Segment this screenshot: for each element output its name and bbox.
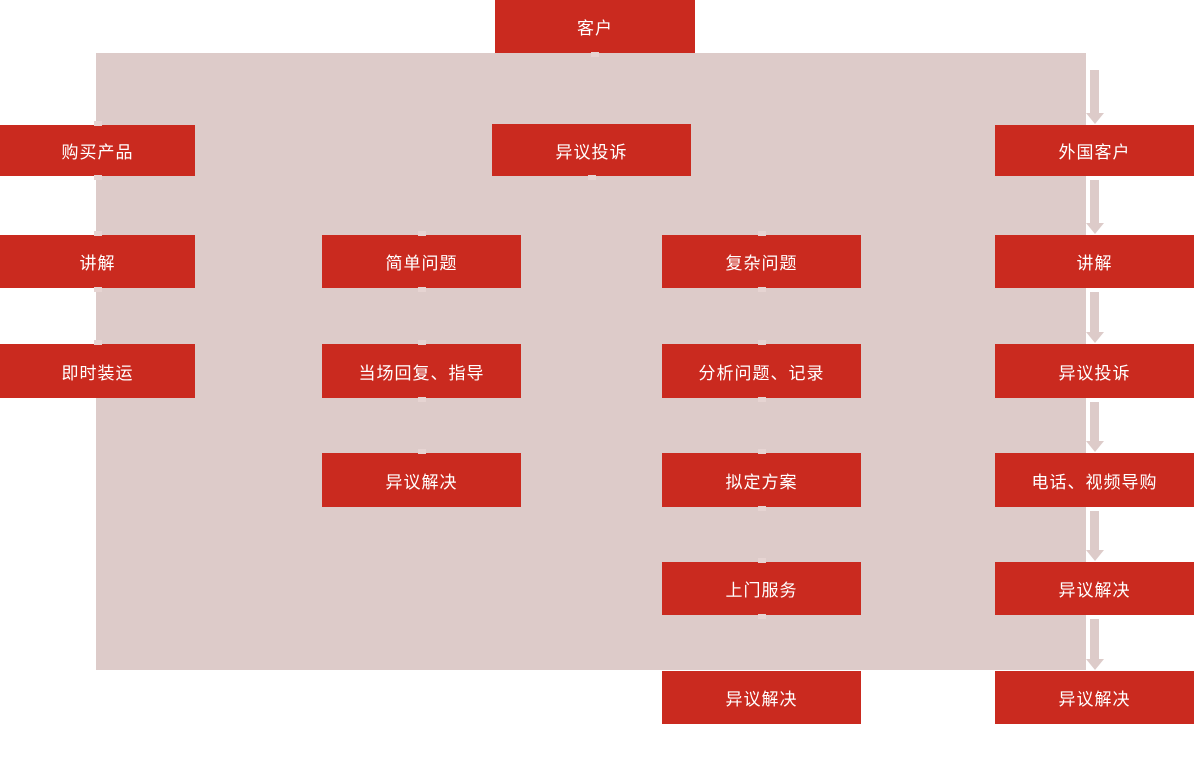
node-text: 拟定方案	[725, 472, 798, 492]
node-text: 客户	[577, 19, 613, 38]
arrow-customer-to-foreign-customer	[1090, 70, 1099, 114]
node-text: 讲解	[1076, 254, 1113, 273]
node-objection-resolved-foreign[interactable]: 异议解决	[995, 562, 1194, 615]
node-text: 讲解	[79, 254, 116, 273]
node-draft-plan[interactable]: 拟定方案	[662, 453, 861, 507]
arrow-foreign-customer-to-explain	[1090, 180, 1099, 224]
node-immediate-shipment[interactable]: 即时装运	[0, 344, 195, 398]
node-text: 异议解决	[725, 690, 798, 709]
node-text: 异议解决	[1058, 690, 1131, 709]
node-text: 异议解决	[1058, 581, 1131, 600]
arrow-resolution-to-final-resolution	[1090, 619, 1099, 660]
node-buy-product[interactable]: 购买产品	[0, 125, 195, 176]
node-objection-resolved-simple[interactable]: 异议解决	[322, 453, 521, 507]
node-text: 异议投诉	[555, 142, 628, 162]
node-complex-issue[interactable]: 复杂问题	[662, 235, 861, 288]
node-text: 上门服务	[725, 581, 798, 600]
node-foreign-customer[interactable]: 外国客户	[995, 125, 1194, 176]
node-text: 外国客户	[1058, 143, 1131, 162]
node-onsite-reply-guidance[interactable]: 当场回复、指导	[322, 344, 521, 398]
node-objection-resolved-final[interactable]: 异议解决	[995, 671, 1194, 724]
node-text: 分析问题、记录	[698, 363, 825, 383]
node-simple-issue[interactable]: 简单问题	[322, 235, 521, 288]
node-text: 复杂问题	[725, 254, 798, 273]
arrow-complaint-to-phone-video-guide	[1090, 402, 1099, 442]
node-text: 当场回复、指导	[358, 363, 485, 383]
node-objection-complaint-center[interactable]: 异议投诉	[492, 124, 691, 176]
node-objection-complaint-foreign[interactable]: 异议投诉	[995, 344, 1194, 398]
node-text: 异议投诉	[1058, 363, 1131, 383]
node-analyze-record[interactable]: 分析问题、记录	[662, 344, 861, 398]
node-text: 异议解决	[385, 472, 458, 492]
node-objection-resolved-complex[interactable]: 异议解决	[662, 671, 861, 724]
node-text: 购买产品	[61, 143, 134, 162]
arrow-explain-to-complaint	[1090, 292, 1099, 333]
node-onsite-service[interactable]: 上门服务	[662, 562, 861, 615]
node-text: 简单问题	[385, 254, 458, 273]
node-phone-video-guide[interactable]: 电话、视频导购	[995, 453, 1194, 507]
arrow-phone-video-guide-to-resolution	[1090, 511, 1099, 551]
node-customer[interactable]: 客户	[495, 0, 695, 53]
node-explain-domestic[interactable]: 讲解	[0, 235, 195, 288]
node-explain-foreign[interactable]: 讲解	[995, 235, 1194, 288]
node-text: 即时装运	[61, 363, 134, 383]
node-text: 电话、视频导购	[1031, 472, 1158, 492]
